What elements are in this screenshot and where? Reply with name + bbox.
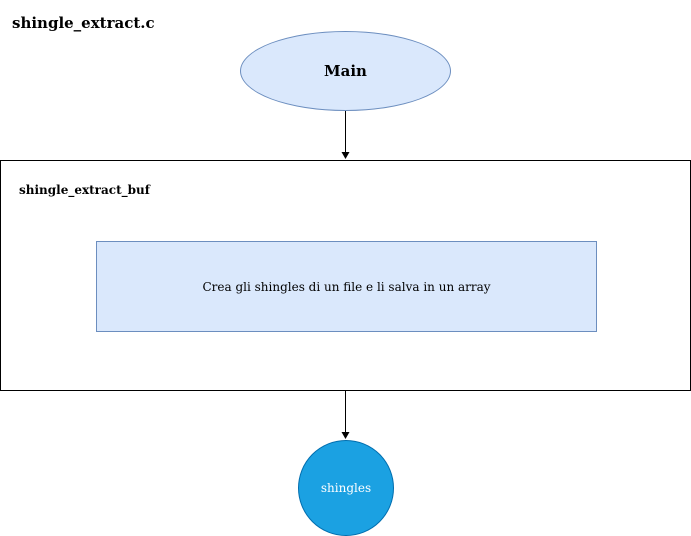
edge-main-to-function (341, 110, 350, 159)
function-description-box[interactable]: Crea gli shingles di un file e li salva … (96, 241, 597, 332)
output-node-shingles[interactable]: shingles (298, 440, 394, 536)
function-container-label: shingle_extract_buf (19, 183, 150, 197)
function-description-label: Crea gli shingles di un file e li salva … (202, 279, 491, 294)
main-node[interactable]: Main (240, 31, 451, 111)
output-node-label: shingles (320, 481, 372, 495)
arrowhead-icon (341, 432, 350, 439)
edge-function-to-shingles (341, 390, 350, 439)
arrowhead-icon (341, 152, 350, 159)
main-node-label: Main (324, 62, 367, 80)
diagram-title: shingle_extract.c (12, 14, 155, 32)
function-container[interactable]: shingle_extract_buf Crea gli shingles di… (0, 160, 691, 391)
